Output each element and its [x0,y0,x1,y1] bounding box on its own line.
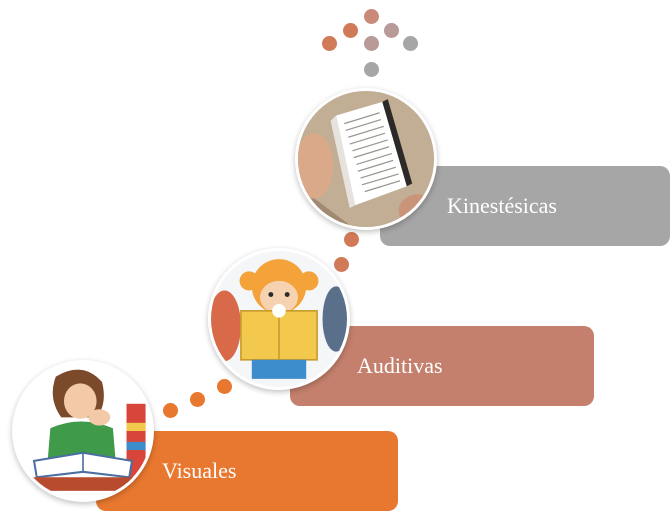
step-label-visuales: Visuales [162,458,237,483]
arrow-dot [403,36,418,51]
arrow-dot [364,36,379,51]
arrow-dot [364,9,379,24]
step-label-auditivas: Auditivas [357,353,443,378]
woman-reading-image [12,360,154,502]
step-label-kinestesicas: Kinestésicas [447,193,557,218]
arrow-dot [364,62,379,77]
connector-dot [190,392,205,407]
connector-dot [217,379,232,394]
connector-dot [334,257,349,272]
arrow-dot [322,36,337,51]
child-reading-image [208,248,350,390]
arrow-dot [384,23,399,38]
hands-holding-book-image [295,88,437,230]
arrow-dot [343,23,358,38]
connector-dot [344,232,359,247]
connector-dot [163,403,178,418]
